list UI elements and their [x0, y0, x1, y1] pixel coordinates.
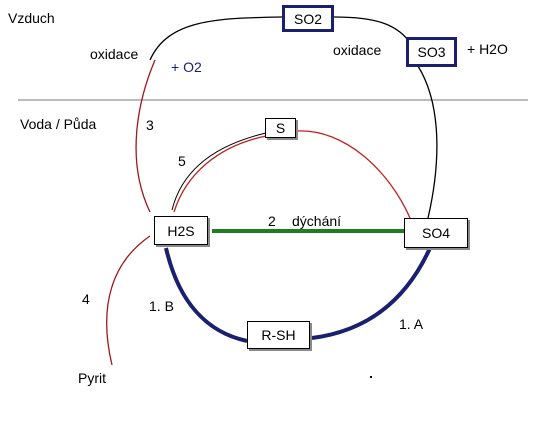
path-h2s-to-s-black [171, 132, 267, 211]
stray-dot [370, 376, 372, 378]
label-plus-h2o: + H2O [467, 41, 508, 57]
path-rsh-to-so4 [311, 247, 432, 340]
node-so2: SO2 [282, 5, 334, 32]
node-so4: SO4 [404, 218, 468, 248]
label-step-1b: 1. B [149, 298, 174, 314]
label-pyrit: Pyrit [78, 370, 106, 386]
path-h2s-to-pyrite [106, 235, 151, 366]
path-so3-to-so4 [417, 65, 438, 219]
label-oxidace-right: oxidace [333, 42, 382, 58]
zone-label-air: Vzduch [8, 10, 55, 26]
path-so2-to-so3 [333, 16, 409, 41]
label-step-4: 4 [82, 291, 90, 307]
node-rsh: R-SH [247, 321, 310, 349]
label-oxidace-left: oxidace [90, 46, 139, 62]
label-step-2: 2 [268, 213, 276, 229]
path-h2s-to-oxidation [135, 59, 156, 213]
path-s-to-so4 [295, 130, 411, 219]
label-plus-o2: + O2 [171, 59, 202, 75]
path-h2s-to-rsh [164, 247, 248, 343]
zone-label-water-soil: Voda / Půda [20, 116, 97, 132]
label-step-5: 5 [178, 153, 186, 169]
label-dychani: dýchání [292, 213, 342, 229]
path-h2s-to-s-red [173, 135, 267, 213]
label-step-3: 3 [146, 117, 154, 133]
label-step-1a: 1. A [399, 316, 424, 332]
path-oxidation-to-so2 [149, 16, 283, 61]
node-s: S [265, 118, 296, 138]
node-h2s: H2S [154, 216, 208, 245]
node-so3: SO3 [406, 37, 457, 67]
